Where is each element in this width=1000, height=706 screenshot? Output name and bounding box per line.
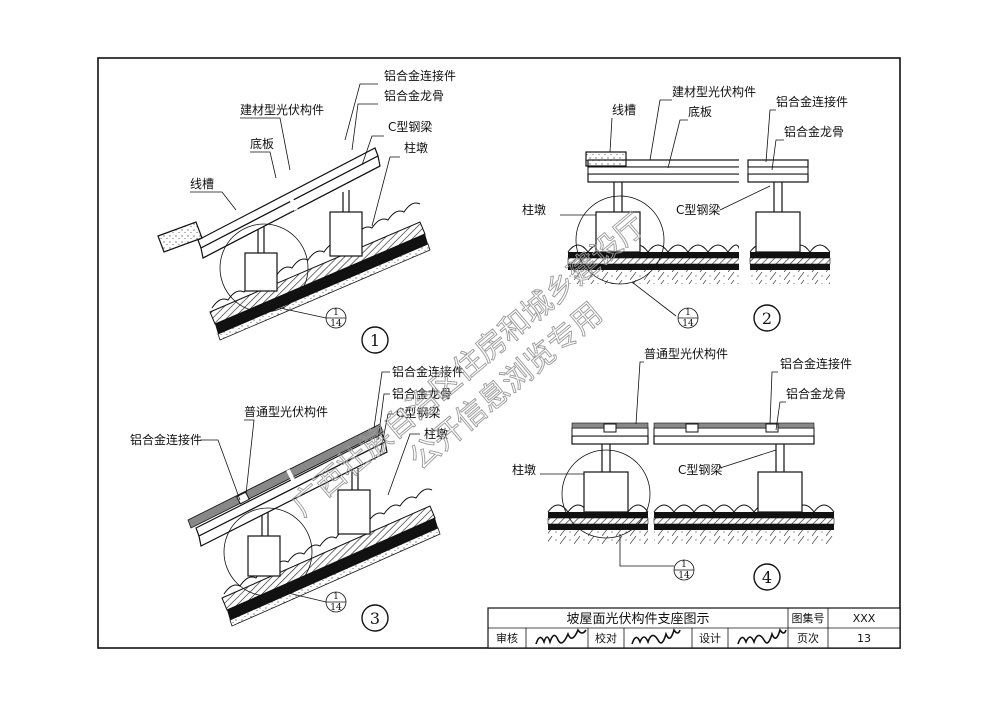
design-label: 设计 <box>699 632 721 645</box>
sheet-title: 坡屋面光伏构件支座图示 <box>566 612 709 627</box>
ref-3-bottom: 14 <box>330 603 342 613</box>
label-module-1: 建材型光伏构件 <box>240 102 324 117</box>
pier-1a <box>244 252 278 292</box>
diagram-number-1: 1 <box>370 331 380 350</box>
label-module-3: 普通型光伏构件 <box>244 404 328 419</box>
label-module-2: 建材型光伏构件 <box>672 84 756 99</box>
label-keel-2: 铝合金龙骨 <box>784 124 844 139</box>
diagram-number-4: 4 <box>762 568 772 587</box>
ref-1-top: 1 <box>333 308 339 318</box>
atlas-label: 图集号 <box>792 611 825 625</box>
label-trough-2: 线槽 <box>612 103 636 117</box>
label-cbeam-1: C型钢梁 <box>388 119 432 134</box>
diagram-number-2: 2 <box>762 309 772 328</box>
ref-3-top: 1 <box>333 592 339 602</box>
label-connector-left-3: 铝合金连接件 <box>130 432 202 447</box>
title-block: 坡屋面光伏构件支座图示 图集号 XXX 审核 校对 设计 页次 13 <box>487 607 901 649</box>
label-cbeam-3: C型钢梁 <box>396 405 440 420</box>
pv-module-4b <box>653 422 815 429</box>
pier-1b <box>329 211 363 257</box>
ref-2-top: 1 <box>685 308 691 318</box>
label-base-1: 底板 <box>250 136 274 151</box>
signature-checker <box>631 628 681 645</box>
label-connector-top-3: 铝合金连接件 <box>392 364 464 379</box>
label-keel-3: 铝合金龙骨 <box>392 386 452 401</box>
label-connector-4: 铝合金连接件 <box>780 356 852 371</box>
signature-designer <box>737 628 787 645</box>
diagram-4: 1 14 普通型光伏构件 铝合金连接件 铝合金龙骨 柱墩 C型钢梁 4 <box>512 346 852 591</box>
pv-module-3 <box>187 423 384 529</box>
label-cbeam-2: C型钢梁 <box>676 202 720 217</box>
signature-reviewer <box>535 628 587 645</box>
detail-circle-1 <box>219 223 309 313</box>
label-pier-2: 柱墩 <box>522 202 546 217</box>
review-label: 审核 <box>496 631 518 645</box>
label-keel-4: 铝合金龙骨 <box>786 386 846 401</box>
roof-layers-1 <box>209 202 431 341</box>
label-base-2: 底板 <box>688 104 712 119</box>
diagram-3: 1 14 铝合金连接件 铝合金龙骨 C型钢梁 柱墩 普通型光伏构件 铝合金连接件… <box>130 364 464 632</box>
wire-trough-2 <box>585 151 627 167</box>
ref-1-bottom: 14 <box>330 319 342 329</box>
ref-4-top: 1 <box>681 560 687 570</box>
label-pier-1: 柱墩 <box>404 140 428 155</box>
ref-2-bottom: 14 <box>682 319 694 329</box>
label-trough-1: 线槽 <box>190 177 214 191</box>
diagram-2: 1 14 线槽 建材型光伏构件 底板 铝合金连接件 铝合金龙骨 柱墩 C型钢梁 … <box>522 84 848 332</box>
label-cbeam-4: C型钢梁 <box>678 462 722 477</box>
label-connector-1: 铝合金连接件 <box>384 68 456 83</box>
page-label: 页次 <box>797 631 819 645</box>
diagram-number-3: 3 <box>370 609 380 628</box>
ref-4-bottom: 14 <box>678 571 690 581</box>
wire-trough-1 <box>157 221 203 253</box>
label-module-4: 普通型光伏构件 <box>644 346 728 361</box>
page-value: 13 <box>857 632 871 645</box>
check-label: 校对 <box>595 631 617 645</box>
label-keel-1: 铝合金龙骨 <box>384 88 444 103</box>
diagram-1: 1 14 铝合金连接件 铝合金龙骨 C型钢梁 柱墩 建材型光伏构件 底板 线槽 … <box>157 68 456 354</box>
atlas-value: XXX <box>853 612 876 625</box>
label-pier-3: 柱墩 <box>424 426 448 441</box>
label-pier-4: 柱墩 <box>512 462 536 477</box>
label-connector-2: 铝合金连接件 <box>776 94 848 109</box>
